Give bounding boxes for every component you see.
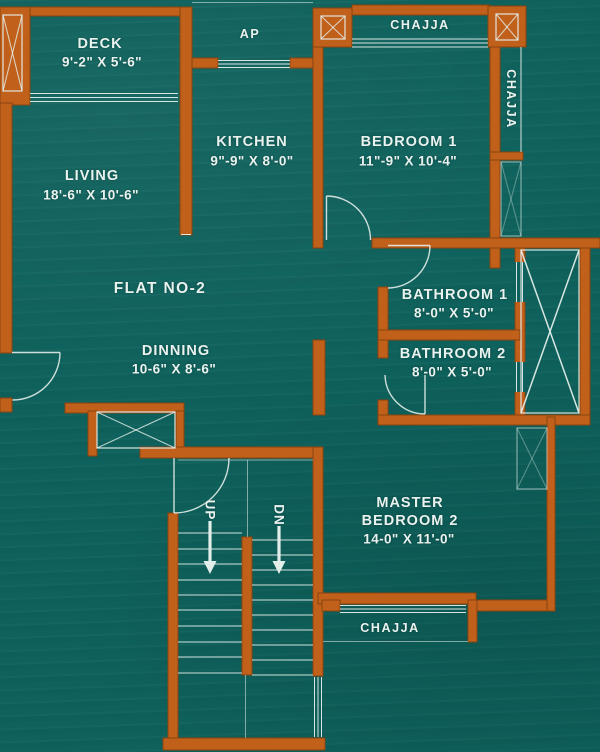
room-label-master-1: MASTER [376,495,444,511]
room-label-dinning: DINNING [141,343,211,359]
room-dims-bedroom1: 11"-9" X 10'-4" [358,153,458,169]
room-label-bedroom1: BEDROOM 1 [360,134,458,150]
room-label-kitchen: KITCHEN [216,134,288,150]
dining-shaft-icon [96,411,176,449]
top-right-shaft-icon [495,13,519,41]
label-chajja-top: CHAJJA [390,18,450,32]
lift-shaft-icon [500,161,522,237]
bedroom1-door [325,195,372,241]
label-dn: DN [271,504,287,526]
up-arrow-icon [203,521,217,574]
bathroom1-door [387,244,431,289]
room-label-living: LIVING [64,168,120,184]
room-label-bathroom2: BATHROOM 2 [399,346,507,362]
windows [30,2,522,737]
room-dims-bathroom1: 8'-0" X 5'-0" [414,305,494,321]
duct-vents [514,262,526,392]
room-dims-living: 18'-6" X 10'-6" [43,187,139,203]
room-dims-kitchen: 9"-9" X 8'-0" [210,153,294,169]
room-dims-deck: 9'-2" X 5'-6" [62,54,142,70]
room-label-master-2: BEDROOM 2 [361,513,459,529]
main-duct-icon [520,249,580,414]
room-dims-dinning: 10-6" X 8'-6" [131,361,217,377]
label-ap: AP [239,27,261,41]
stairs [178,459,313,738]
room-dims-master: 14-0" X 11'-0" [363,531,455,547]
deck-shaft-icon [2,14,23,92]
room-dims-bathroom2: 8'-0" X 5'-0" [412,364,492,380]
top-middle-shaft-icon [320,15,346,40]
label-chajja-bottom: CHAJJA [360,621,420,635]
living-entry-door [12,351,61,401]
flat-number-label: FLAT NO-2 [113,280,207,297]
bathroom2-door [384,374,426,415]
stairs-door [173,457,230,514]
room-label-deck: DECK [77,36,123,52]
room-label-bathroom1: BATHROOM 1 [401,287,509,303]
walls [0,4,600,751]
label-chajja-right: CHAJJA [504,69,518,129]
dn-arrow-icon [272,526,286,574]
label-up: UP [202,499,218,521]
small-duct-icon [516,427,548,490]
